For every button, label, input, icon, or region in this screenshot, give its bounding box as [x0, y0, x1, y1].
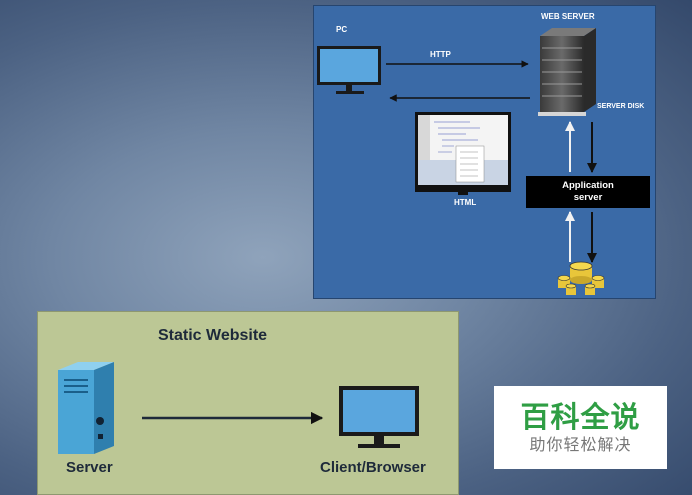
static-website-title: Static Website [158, 327, 268, 344]
html-editor-monitor-icon [415, 112, 511, 195]
html-label: HTML [454, 198, 477, 207]
watermark-badge: 百科全说 助你轻松解决 [494, 386, 667, 469]
server-disk-label: SERVER DISK [597, 103, 645, 110]
pc-label: PC [336, 25, 348, 34]
client-browser-label: Client/Browser [320, 459, 426, 476]
server-label: Server [66, 459, 113, 476]
pc-monitor-icon [317, 46, 381, 94]
application-server-label: Application server [562, 180, 614, 203]
client-monitor-icon [339, 386, 419, 448]
watermark-sub-text: 助你轻松解决 [529, 437, 632, 454]
http-label: HTTP [430, 50, 451, 59]
web-server-label: WEB SERVER [541, 12, 595, 21]
watermark-main-text: 百科全说 [520, 402, 641, 434]
database-icon [557, 261, 605, 295]
web-server-icon [538, 28, 596, 116]
static-server-icon [58, 362, 114, 454]
application-server-box: Application server [526, 176, 650, 208]
